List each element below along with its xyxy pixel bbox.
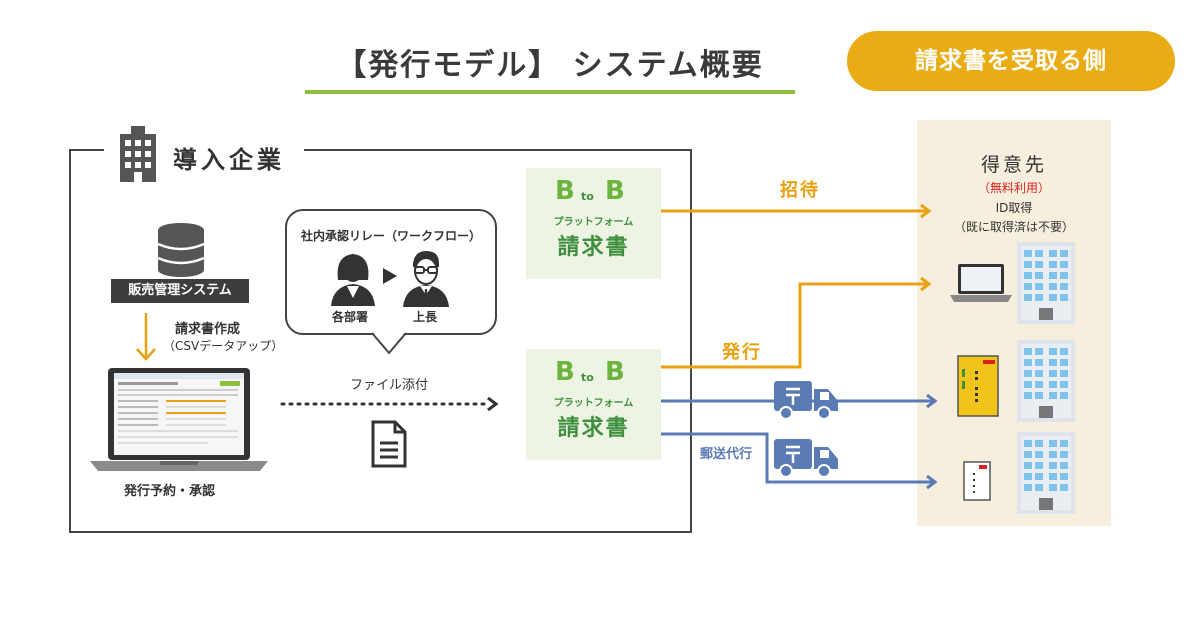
customer-title: 得意先	[980, 154, 1047, 176]
postal-arrow-2	[661, 432, 938, 490]
btob-platform-top: プラットフォーム	[553, 217, 634, 228]
document-icon	[371, 420, 407, 468]
office-building-icon	[1017, 340, 1075, 422]
btob-b-left: B	[555, 176, 575, 206]
workflow-title: 社内承認リレー（ワークフロー）	[300, 229, 481, 243]
invite-arrow	[661, 203, 932, 219]
company-frame	[69, 149, 692, 533]
csv-upload-label: （CSVデータアップ）	[163, 339, 284, 353]
invite-label: 招待	[780, 180, 820, 201]
dotted-arrow	[280, 396, 499, 412]
envelope-small-icon	[963, 461, 991, 501]
boss-person-icon	[403, 251, 449, 307]
btob-b-right: B	[605, 357, 625, 387]
btob-logo-bottom: B to B	[526, 359, 661, 385]
customer-note-label: （既に取得済は不要）	[953, 220, 1074, 234]
customer-area	[917, 120, 1111, 526]
office-building-icon	[1017, 242, 1075, 324]
truck-icon	[774, 381, 838, 420]
issue-label: 発行	[722, 342, 762, 363]
issue-arrow	[661, 276, 932, 369]
create-invoice-label: 請求書作成	[175, 322, 241, 337]
database-icon	[157, 223, 205, 277]
btob-logo-top: B to B	[526, 178, 661, 204]
truck-icon	[774, 439, 838, 478]
btob-to: to	[581, 371, 594, 384]
btob-invoice-bottom: 請求書	[557, 416, 630, 441]
postal-label: 郵送代行	[700, 447, 753, 462]
laptop-screen-icon	[90, 368, 268, 471]
woman-person-icon	[331, 254, 375, 306]
department-label: 各部署	[332, 310, 369, 324]
page-title: 【発行モデル】 システム概要	[336, 48, 764, 83]
btob-b-right: B	[605, 176, 625, 206]
btob-b-left: B	[555, 357, 575, 387]
btob-to: to	[581, 190, 594, 203]
building-icon	[120, 126, 156, 182]
play-arrow-icon	[383, 268, 397, 284]
laptop-caption: 発行予約・承認	[124, 484, 216, 499]
manager-label: 上長	[413, 310, 438, 324]
customer-free-label: （無料利用）	[977, 181, 1050, 195]
down-arrow-icon	[136, 313, 156, 361]
receiver-badge: 請求書を受取る側	[847, 31, 1175, 91]
customer-id-label: ID取得	[995, 201, 1033, 215]
sales-system-label: 販売管理システム	[111, 279, 249, 303]
file-attach-label: ファイル添付	[350, 378, 429, 393]
company-title: 導入企業	[173, 146, 285, 174]
envelope-large-icon	[957, 355, 999, 417]
customer-laptop-icon	[950, 264, 1012, 302]
btob-box-bottom	[526, 349, 661, 460]
office-building-icon	[1017, 432, 1075, 514]
workflow-bubble	[285, 209, 497, 335]
bubble-tail	[371, 331, 407, 355]
btob-box-top	[526, 168, 661, 279]
title-underline	[305, 90, 795, 94]
btob-invoice-top: 請求書	[557, 235, 630, 260]
btob-platform-bottom: プラットフォーム	[553, 398, 634, 409]
